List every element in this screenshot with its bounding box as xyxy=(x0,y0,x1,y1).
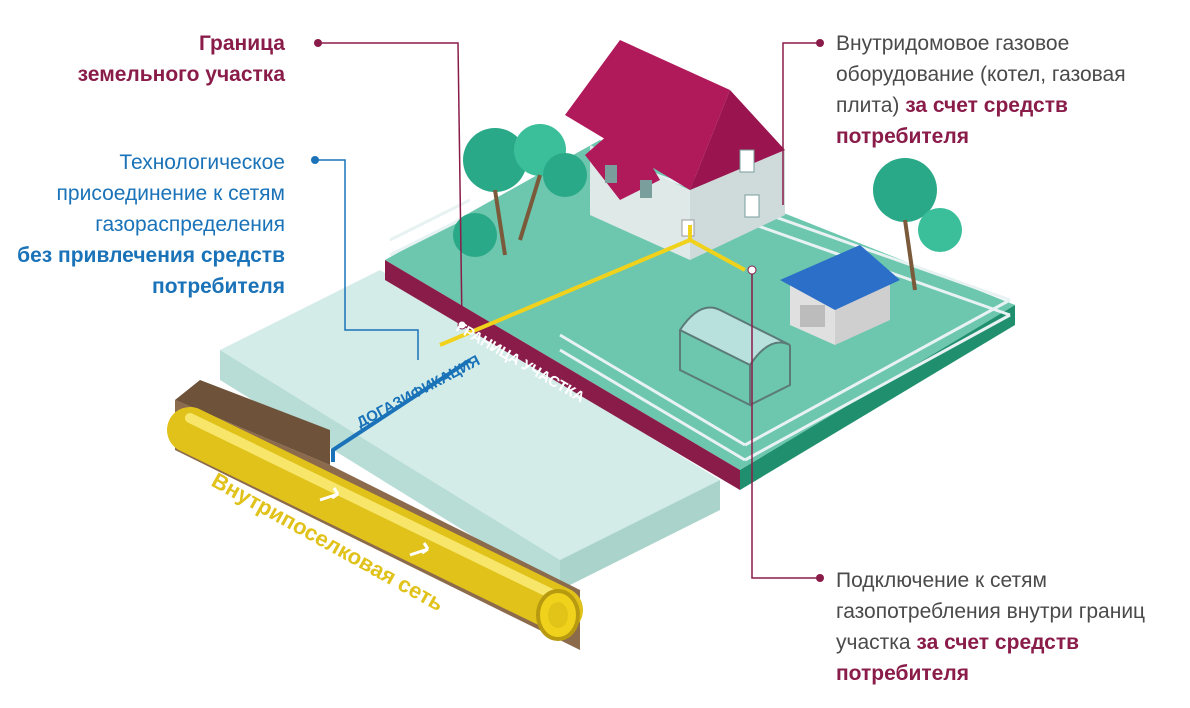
land-boundary-label: Граница земельного участка xyxy=(30,28,285,90)
tech-connection-line2: присоединение к сетям xyxy=(56,182,285,205)
tech-connection-line4: без привлечения средств xyxy=(17,244,285,267)
consumption-connection-line3-plain: участка xyxy=(836,631,917,654)
leader-lines xyxy=(311,39,824,582)
indoor-equipment-line3-plain: плита) xyxy=(836,94,906,117)
tech-connection-label: Технологическое присоединение к сетям га… xyxy=(0,147,285,302)
consumption-connection-line3-bold: за счет средств xyxy=(916,631,1080,654)
land-boundary-line2: земельного участка xyxy=(77,63,285,86)
consumption-connection-line1: Подключение к сетям xyxy=(836,569,1047,592)
indoor-equipment-line1: Внутридомовое газовое xyxy=(836,32,1070,55)
village-gas-pipe xyxy=(167,407,583,633)
indoor-equipment-line4: потребителя xyxy=(836,125,969,148)
trench xyxy=(167,380,583,650)
indoor-equipment-line2: оборудование (котел, газовая xyxy=(836,63,1126,86)
indoor-equipment-label: Внутридомовое газовое оборудование (коте… xyxy=(836,28,1186,152)
consumption-connection-line4: потребителя xyxy=(836,662,969,685)
consumption-connection-label: Подключение к сетям газопотребления внут… xyxy=(836,565,1186,689)
house xyxy=(565,40,785,260)
tech-connection-line3: газораспределения xyxy=(95,213,285,236)
tech-connection-line1: Технологическое xyxy=(119,151,285,174)
trees xyxy=(453,124,962,291)
land-boundary-line1: Граница xyxy=(198,32,285,55)
flow-arrow-icon xyxy=(319,487,340,502)
gas-lines xyxy=(331,225,746,462)
window xyxy=(640,180,652,198)
consumption-connection-line2: газопотребления внутри границ xyxy=(836,600,1146,623)
tech-connection-line5: потребителя xyxy=(152,275,285,298)
greenhouse xyxy=(678,306,791,407)
gasification-pipe xyxy=(331,358,472,462)
road-slab xyxy=(220,270,720,590)
flow-arrow-icon xyxy=(409,542,430,557)
fence xyxy=(389,153,1011,462)
window xyxy=(744,194,760,218)
garage xyxy=(780,245,900,345)
window xyxy=(605,165,617,183)
window xyxy=(739,149,755,173)
plot-boundary-strip xyxy=(385,260,740,490)
indoor-equipment-line3-bold: за счет средств xyxy=(905,94,1068,117)
